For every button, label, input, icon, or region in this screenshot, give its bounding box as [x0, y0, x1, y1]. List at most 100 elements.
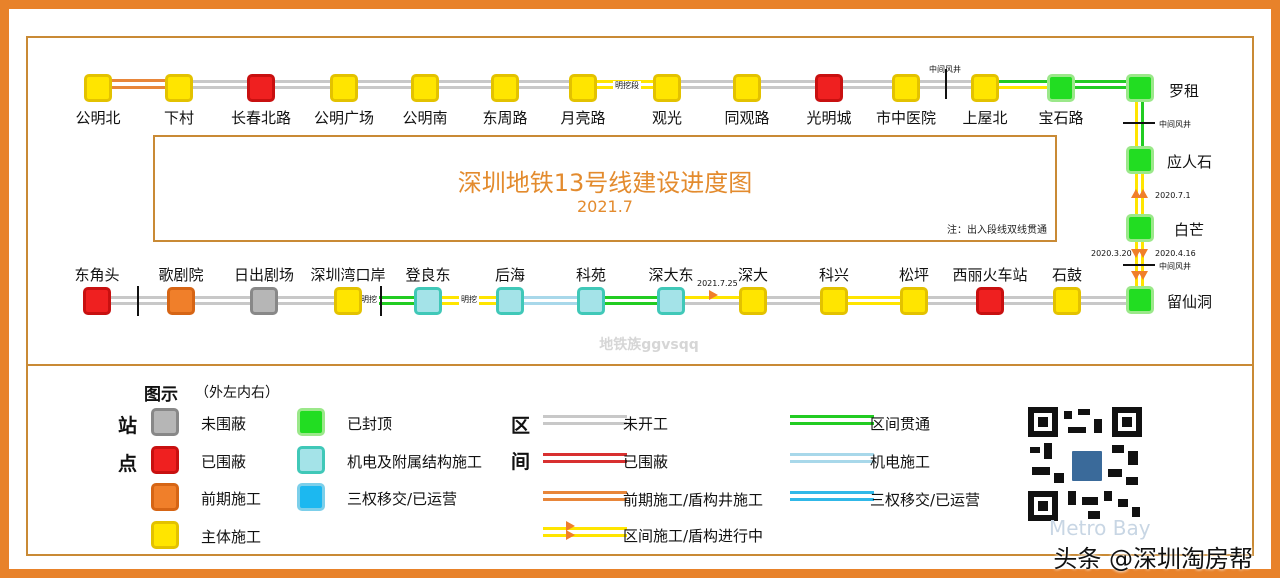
station-shenda[interactable]: [739, 287, 767, 315]
legend-label: 区间施工/盾构进行中: [623, 527, 764, 545]
tunnel-arrow-1: [1131, 189, 1141, 198]
station-gongmingguangchang[interactable]: [330, 74, 358, 102]
metro-bay-watermark: Metro Bay: [1049, 516, 1151, 540]
section-luozu-yingrenshi-inner: [1141, 89, 1144, 159]
station-richujuchang[interactable]: [250, 287, 278, 315]
station-songping[interactable]: [900, 287, 928, 315]
map-note: 注：出入段线双线贯通: [947, 225, 1047, 236]
section-shendadong-shenda-inner: [671, 302, 753, 305]
section-shenzhenwan-dengliangdong-inner: [348, 302, 428, 305]
legend-swatch-grey: [151, 408, 179, 436]
legend-title: 图示: [144, 385, 178, 405]
station-gejuyuan[interactable]: [167, 287, 195, 315]
station-houhai[interactable]: [496, 287, 524, 315]
qr-module: [1128, 451, 1138, 465]
station-label: 科兴: [818, 266, 850, 284]
legend-swatch-orange: [151, 483, 179, 511]
station-shendadong[interactable]: [657, 287, 685, 315]
date-label-2: 2020.3.20: [1091, 249, 1132, 258]
station-dongzhoulu[interactable]: [491, 74, 519, 102]
station-liuxiandong[interactable]: [1126, 286, 1154, 314]
station-label: 观光: [651, 109, 683, 127]
section-baimang-liuxiandong: [1135, 227, 1138, 299]
legend-line-lightblue: [790, 453, 874, 456]
station-label: 白芒: [1174, 221, 1205, 239]
tunnel-arrow-6: [1138, 271, 1148, 280]
station-tongguanlu[interactable]: [733, 74, 761, 102]
tag-mingwa-top: 明挖段: [613, 81, 641, 91]
shaft-marker-bottom-1: [137, 286, 139, 316]
legend-station-header-2: 点: [118, 453, 138, 475]
station-shigu[interactable]: [1053, 287, 1081, 315]
legend-line-grey: [543, 415, 627, 418]
station-luozu[interactable]: [1126, 74, 1154, 102]
qr-module: [1054, 473, 1064, 483]
station-guangmingcheng[interactable]: [815, 74, 843, 102]
station-label: 登良东: [405, 266, 451, 284]
section-luozu-yingrenshi: [1135, 89, 1138, 159]
qr-finder-bl-dot: [1038, 501, 1048, 511]
map-date: 2021.7: [577, 197, 633, 216]
qr-module: [1112, 445, 1124, 453]
station-guanguang[interactable]: [653, 74, 681, 102]
qr-logo: [1070, 449, 1104, 483]
legend-label: 已围蔽: [623, 453, 669, 471]
legend-swatch-red: [151, 446, 179, 474]
station-label: 公明广场: [313, 109, 375, 127]
station-gongmingbei[interactable]: [84, 74, 112, 102]
qr-module: [1044, 443, 1052, 459]
legend-line-blue-inner: [790, 498, 874, 501]
station-baoshilu[interactable]: [1047, 74, 1075, 102]
qr-module: [1082, 497, 1098, 505]
station-dongjiaotou[interactable]: [83, 287, 111, 315]
station-keyuan[interactable]: [577, 287, 605, 315]
station-label: 松坪: [898, 266, 930, 284]
title-box: 深圳地铁13号线建设进度图 2021.7 注：出入段线双线贯通: [153, 135, 1057, 242]
legend-line-yellow: [543, 527, 627, 530]
qr-code[interactable]: [1028, 407, 1142, 521]
station-label: 深大东: [648, 266, 694, 284]
station-label: 同观路: [724, 109, 770, 127]
shaft-label-right-lower: 中间风井: [1159, 262, 1191, 271]
section-houhai-keyuan-inner: [510, 302, 591, 305]
station-yuelianglu[interactable]: [569, 74, 597, 102]
section-gongmingbei-xiacun: [98, 79, 179, 82]
legend-subtitle: （外左内右）: [195, 385, 279, 401]
map-title: 深圳地铁13号线建设进度图: [457, 169, 753, 197]
station-label: 深圳湾口岸: [310, 266, 386, 284]
legend-label: 前期施工/盾构井施工: [623, 491, 764, 509]
qr-module: [1032, 467, 1050, 475]
legend-station-header-1: 站: [118, 415, 138, 437]
station-xilihuochezhan[interactable]: [976, 287, 1004, 315]
legend-section-header-2: 间: [511, 451, 531, 473]
qr-finder-tl-dot: [1038, 417, 1048, 427]
station-baimang[interactable]: [1126, 214, 1154, 242]
legend-line-orange: [543, 491, 627, 494]
section-shenda-kexing-inner: [753, 302, 834, 305]
tunnel-arrow-2: [1138, 189, 1148, 198]
station-shizhongyiyuan[interactable]: [892, 74, 920, 102]
station-xiacun[interactable]: [165, 74, 193, 102]
legend-swatch-green: [297, 408, 325, 436]
tunnel-arrow-bottom: [709, 290, 718, 300]
station-yingrenshi[interactable]: [1126, 146, 1154, 174]
section-xiacun-yuelianglu-inner: [179, 86, 583, 89]
qr-module: [1094, 419, 1102, 433]
legend-swatch-yellow: [151, 521, 179, 549]
outer-frame: [26, 36, 1254, 556]
station-label: 科苑: [575, 266, 607, 284]
legend-line-blue: [790, 491, 874, 494]
station-gongmingnan[interactable]: [411, 74, 439, 102]
station-shenzhenwankouan[interactable]: [334, 287, 362, 315]
station-label: 应人石: [1167, 153, 1213, 171]
source-credit: 头条 @深圳淘房帮: [1053, 545, 1253, 573]
station-changchunbeilu[interactable]: [247, 74, 275, 102]
shaft-marker-right-upper: [1123, 122, 1155, 124]
legend-line-orange-inner: [543, 498, 627, 501]
section-dongjiaotou-shenzhenwan-inner: [97, 302, 348, 305]
section-keyuan-shendadong-inner: [591, 302, 671, 305]
station-shangwubei[interactable]: [971, 74, 999, 102]
shaft-marker-bottom-2: [380, 286, 382, 316]
station-kexing[interactable]: [820, 287, 848, 315]
station-dengliangdong[interactable]: [414, 287, 442, 315]
